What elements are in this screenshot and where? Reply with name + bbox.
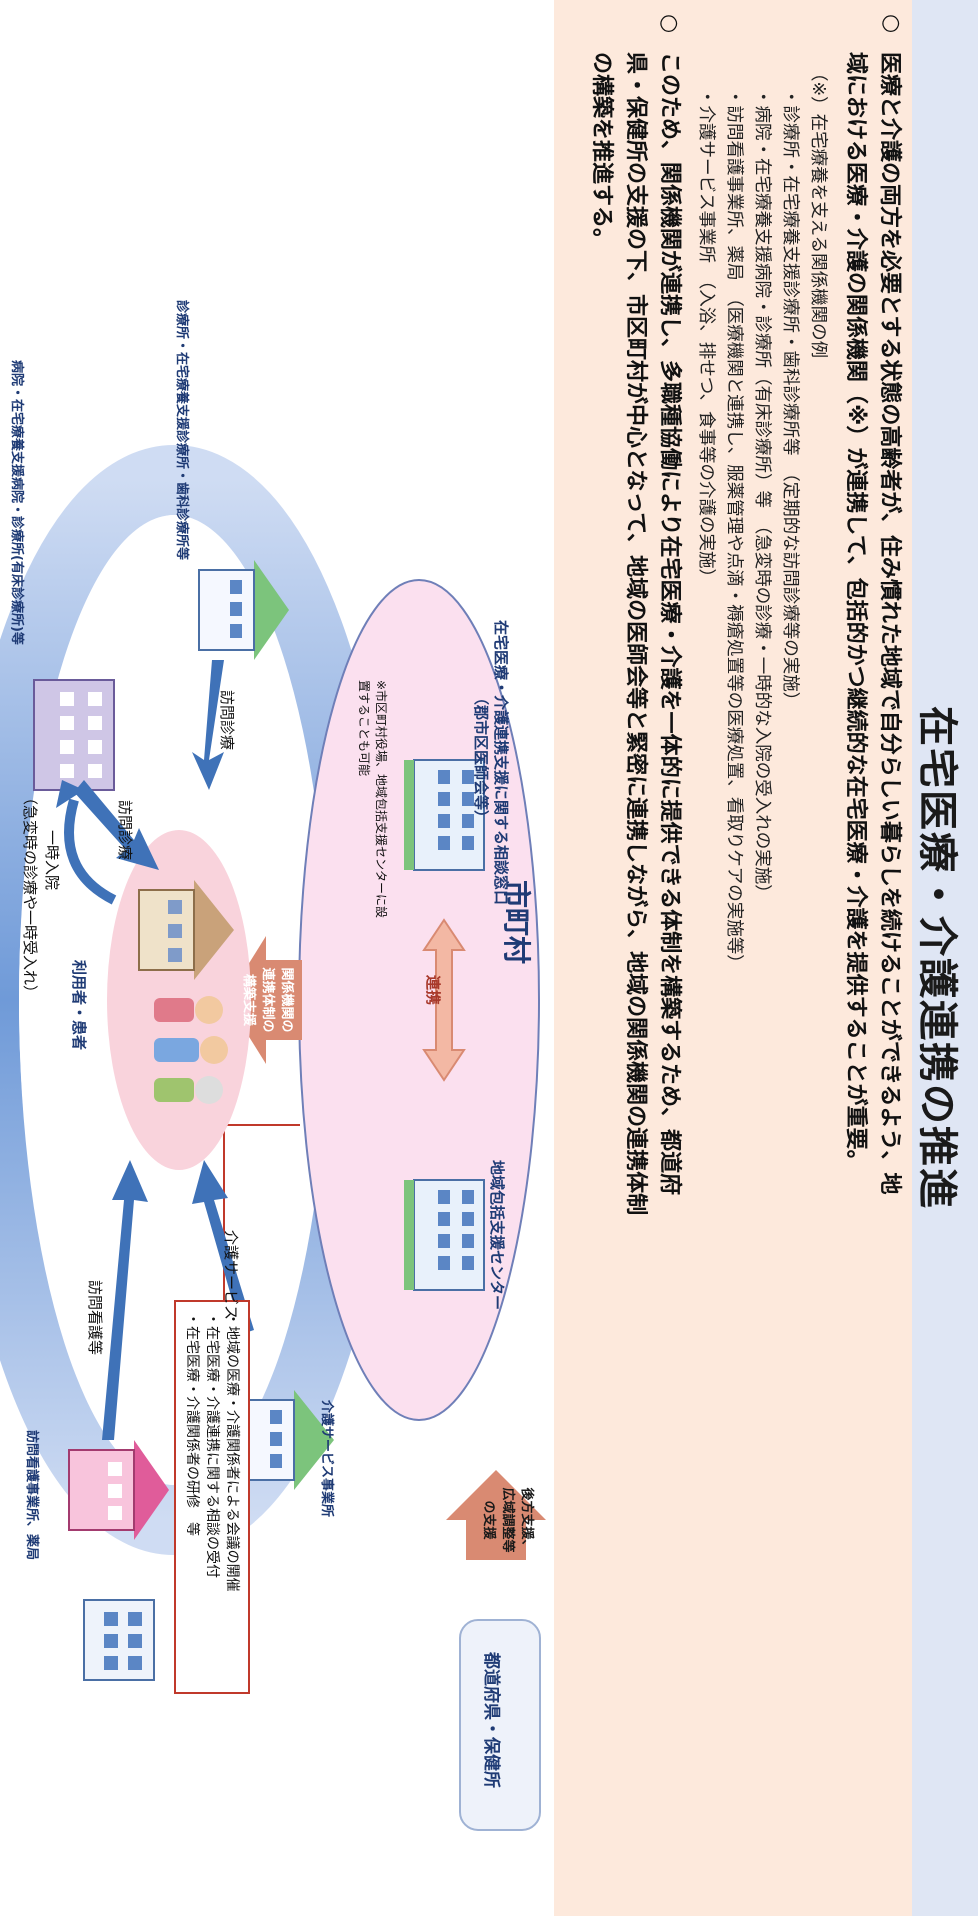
examples-title: （※）在宅療養を支える関係機関の例 [808,64,828,359]
backup-arrow-text: 後方支援、 広域調整等 の支援 [481,1480,538,1560]
example-item: ・訪問看護事業所、薬局 （医療機関と連携し、服薬管理や点滴・褥瘡処置等の医療処置… [724,88,744,972]
activity-item: ・在宅医療・介護関係者の研修 等 [184,1312,200,1536]
backup-line-2: 広域調整等 [500,1487,515,1553]
collaboration-diagram [0,445,546,1831]
support-line-3: 構築支援 [241,973,256,1026]
conclusion-text: このため、関係機関が連携し、多職種協働により在宅医療・介護を一体的に提供できる体… [584,52,686,1902]
care-service-arrow-label: 介護サービス [222,1230,240,1321]
intro-text: 医療と介護の両方を必要とする状態の高齢者が、住み慣れた地域で自分らしい暮らしを続… [838,52,906,1902]
hospital-building-icon [33,679,115,791]
temp-admission-label: 一時入院 [43,830,61,891]
community-center-label: 地域包括支援センター [488,1160,506,1311]
activities-box: ・地域の医療・介護関係者による会議の開催 ・在宅医療・介護連携に関する相談の受付… [174,1300,250,1694]
cooperation-label: 連携 [424,975,442,1006]
nursing-label: 訪問看護事業所、薬局 [24,1430,39,1561]
consult-window-sublabel: （郡市区医師会等） [472,690,490,826]
clinic-label: 診療所・在宅療養支援診療所・歯科診療所等 [174,300,189,561]
pharmacy-building-icon [83,1599,155,1681]
clinic-building-icon [198,560,289,660]
hospital-label: 病院・在宅療養支援病院・診療所(有床診療所)等 [9,360,24,645]
support-arrow-text: 関係機関の 連携体制の 構築支援 [241,960,298,1040]
consult-window-building-icon [404,759,485,871]
home-visit-arrow-2-icon [74,780,159,870]
bullet-2-icon: ○ [657,14,682,34]
community-center-building-icon [404,1179,485,1291]
backup-line-3: の支援 [481,1500,496,1540]
consult-window-label: 在宅医療・介護連携支援に関する相談窓口 [492,620,510,906]
conclusion-line-3: の構築を推進する。 [589,52,614,251]
conclusion-line-1: このため、関係機関が連携し、多職種協働により在宅医療・介護を一体的に提供できる体… [657,52,682,1196]
care-service-label: 介護サービス事業所 [319,1400,334,1518]
support-line-1: 関係機関の [279,967,294,1033]
activity-item: ・在宅医療・介護連携に関する相談の受付 [204,1312,220,1578]
nursing-arrow-icon [102,1160,148,1440]
patients-people-icon [154,996,228,1104]
home-visit-label-2: 訪問診療 [116,800,134,861]
temp-admission-arrow-icon [64,798,117,905]
footnote-line-2: 置することも可能 [357,680,371,777]
temp-admission-sublabel: （急変時の診療や一時受入れ） [21,790,39,1001]
footnote-line-1: ※市区町村役場、地域包括支援センターに設 [374,680,388,919]
footnote: ※市区町村役場、地域包括支援センターに設 置することも可能 [356,680,390,918]
intro-line-1: 医療と介護の両方を必要とする状態の高齢者が、住み慣れた地域で自分らしい暮らしを続… [877,52,902,1195]
backup-arrow-icon [446,1470,546,1560]
home-visit-label-1: 訪問診療 [218,690,236,751]
nursing-arrow-label: 訪問看護等 [86,1280,104,1356]
activity-item: ・地域の医療・介護関係者による会議の開催 [224,1312,240,1592]
example-item: ・病院・在宅療養支援病院・診療所（有床診療所）等 （急変時の診療・一時的な入院の… [752,88,772,902]
backup-line-1: 後方支援、 [519,1487,534,1553]
intro-line-2: 域における医療・介護の関係機関（※）が連携して、包括的かつ継続的な在宅医療・介護… [843,52,868,1172]
prefecture-box [459,1619,541,1831]
support-line-2: 連携体制の [260,967,275,1033]
conclusion-line-2: 県・保健所の支援の下、市区町村が中心となって、地域の医師会等と緊密に連携しながら… [623,52,648,1216]
patient-house-icon [138,880,234,980]
bullet-1-icon: ○ [879,14,904,34]
prefecture-label: 都道府県・保健所 [481,1652,501,1788]
examples-block: （※）在宅療養を支える関係機関の例 ・診療所・在宅療養支援診療所・歯科診療所等 … [692,64,832,1864]
support-arrow-icon [226,936,302,1064]
home-visit-arrow-1-icon [192,660,224,790]
care-service-arrow-icon [192,1160,254,1334]
cooperation-double-arrow-icon [422,918,466,1082]
example-item: ・診療所・在宅療養支援診療所・歯科診療所等 （定期的な訪問診療等の実施） [780,88,800,710]
service-arrows [74,660,254,1440]
users-patients-label: 利用者・患者 [70,960,88,1051]
example-item: ・介護サービス事業所 （入浴、排せつ、食事等の介護の実施） [696,88,716,587]
temp-admission-arrowhead-icon [56,780,84,808]
page-title: 在宅医療・介護連携の推進 [914,706,960,1210]
visiting-nursing-building-icon [68,1440,169,1540]
